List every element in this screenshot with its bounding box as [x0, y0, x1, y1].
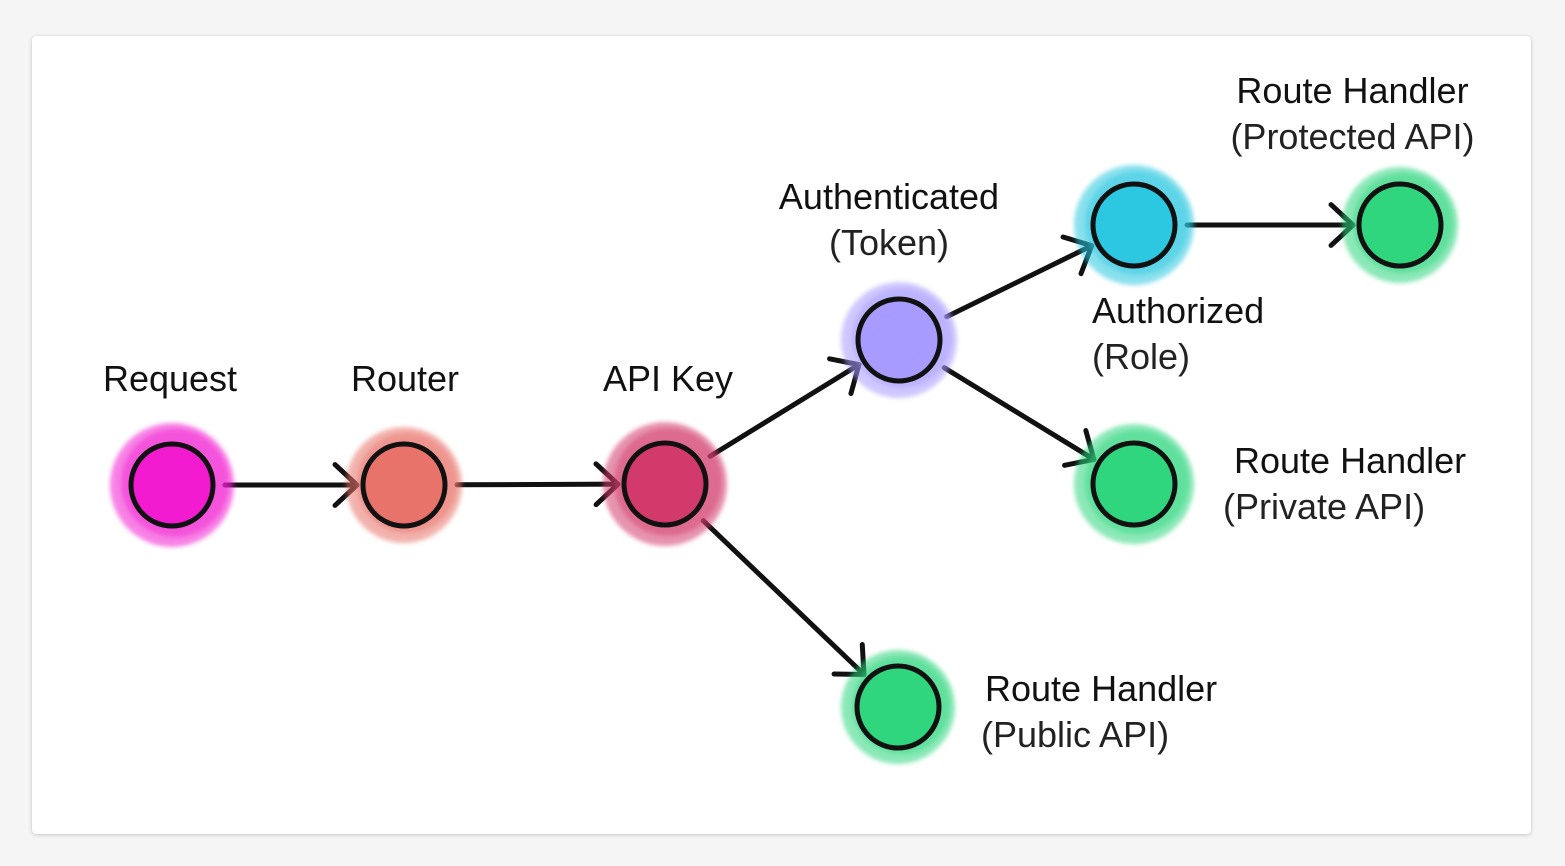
label-authorized-subtitle: (Role) [1092, 336, 1191, 377]
label-authorized-title: Authorized [1092, 290, 1265, 331]
edge-line [944, 243, 1095, 320]
node-circle [360, 441, 448, 529]
node-public-handler [841, 650, 955, 764]
node-private-handler [1074, 424, 1194, 544]
edge-line [700, 518, 867, 678]
node-circle [1356, 181, 1444, 269]
label-router-title: Router [350, 358, 460, 399]
edge-router-to-api-key [454, 461, 621, 508]
node-request [110, 423, 234, 547]
node-circle [855, 296, 943, 384]
label-request-title: Request [102, 358, 238, 399]
node-circle [128, 441, 216, 529]
node-circle [621, 440, 709, 528]
node-authorized [1074, 165, 1194, 285]
label-authenticated: Authenticated (Token) [739, 174, 1039, 266]
edge-authenticated-to-private-handler [941, 365, 1097, 468]
label-authenticated-subtitle: (Token) [828, 222, 950, 263]
diagram-card [32, 36, 1531, 834]
label-authorized: Authorized (Role) [1092, 288, 1352, 380]
edge-request-to-router [222, 462, 360, 508]
edge-line [707, 362, 862, 459]
label-public-handler-title: Route Handler [985, 668, 1218, 709]
label-private-handler-subtitle: (Private API) [1223, 486, 1426, 527]
node-router [346, 427, 462, 543]
label-private-handler-title: Route Handler [1234, 440, 1467, 481]
node-circle [854, 663, 942, 751]
label-public-handler: Route Handler (Public API) [981, 666, 1281, 758]
label-public-handler-subtitle: (Public API) [981, 714, 1170, 755]
edge-line [941, 365, 1097, 462]
edge-line [454, 481, 621, 488]
nodes-layer [110, 165, 1458, 764]
node-authenticated [841, 282, 957, 398]
node-circle [1090, 181, 1178, 269]
label-protected-handler: Route Handler (Protected API) [1200, 68, 1505, 160]
label-router: Router [305, 356, 505, 402]
label-private-handler: Route Handler (Private API) [1223, 438, 1523, 530]
node-api-key [603, 422, 727, 546]
label-protected-handler-title: Route Handler [1236, 70, 1469, 111]
node-protected-handler [1342, 167, 1458, 283]
label-api-key-title: API Key [602, 358, 734, 399]
label-protected-handler-subtitle: (Protected API) [1230, 116, 1475, 157]
node-circle [1090, 440, 1178, 528]
edge-api-key-to-public-handler [700, 518, 867, 678]
label-api-key: API Key [568, 356, 768, 402]
label-request: Request [70, 356, 270, 402]
label-authenticated-title: Authenticated [778, 176, 1000, 217]
edge-authorized-to-protected-handler [1184, 202, 1356, 248]
